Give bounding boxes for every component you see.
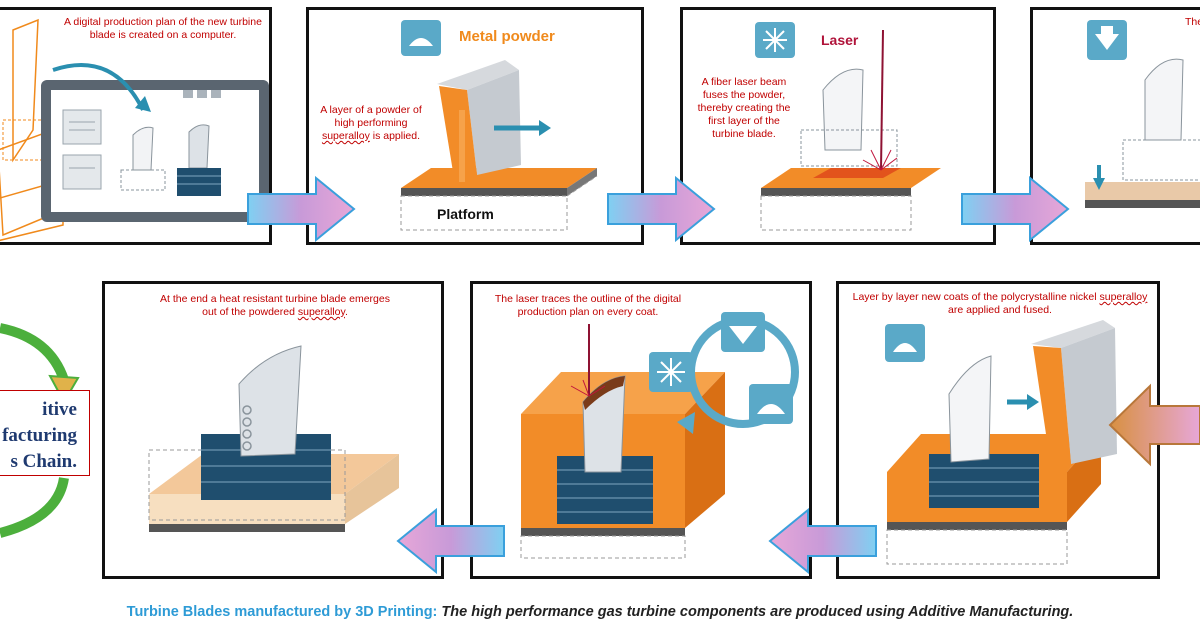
arrow-right-1 [247,176,356,242]
layering-illustration [885,320,1117,565]
step2-text-a: A layer of a powder of high performing [320,104,422,129]
platform-label: Platform [437,206,494,222]
result-illustration [148,345,399,532]
step5-text-b: superalloy [1099,291,1148,303]
step1-description: A digital production plan of the new tur… [64,16,262,41]
arrow-left-1 [396,508,505,574]
chain-line-2: facturing [2,425,77,446]
caption-title: Turbine Blades manufactured by 3D Printi… [126,604,438,620]
caption-body: The high performance gas turbine compone… [437,604,1074,620]
step7-text-c: . [344,306,348,318]
chain-line-1: itive [42,399,77,420]
arrow-left-2 [768,508,877,574]
chain-label-box: itive facturing s Chain. [0,390,90,476]
laser-illustration [755,22,941,231]
step7-text-a: At the end a heat resistant turbine blad… [160,293,390,318]
step2-description: A layer of a powder of high performing s… [315,104,427,143]
arrow-right-3 [961,176,1070,242]
step7-description: At the end a heat resistant turbine blad… [155,293,395,319]
panel-laser: Laser A fiber laser beam fuses the powde… [680,7,996,245]
step2-text-c: is applied. [369,130,421,142]
step3-description: A fiber laser beam fuses the powder, the… [697,76,791,140]
powder-illustration [400,20,598,231]
step5-text-c: are applied and fused. [948,304,1052,316]
computer-illustration [0,18,269,242]
panel-layering: Layer by layer new coats of the polycrys… [836,281,1160,579]
step5-description: Layer by layer new coats of the polycrys… [845,291,1155,317]
panel-design: A digital production plan of the new tur… [0,7,272,245]
step7-text-b: superalloy [297,306,345,318]
arrow-right-2 [607,176,716,242]
arrow-left-3 [1108,383,1200,467]
panel-powder: Metal powder A layer of a powder of high… [306,7,644,245]
figure-caption: Turbine Blades manufactured by 3D Printi… [0,604,1200,620]
metal-powder-label: Metal powder [459,28,555,45]
step2-text-b: superalloy [321,130,370,142]
panel-result: At the end a heat resistant turbine blad… [102,281,444,579]
laser-label: Laser [821,32,859,48]
panel-tracing: The laser traces the outline of the digi… [470,281,812,579]
chain-line-3: s Chain. [10,451,77,472]
step4-description: The [1185,16,1200,28]
cycle-arrows [0,323,80,538]
lowering-illustration [1085,20,1200,208]
tracing-illustration [520,312,799,559]
step6-description: The laser traces the outline of the digi… [494,293,682,318]
step5-text-a: Layer by layer new coats of the polycrys… [852,291,1100,303]
